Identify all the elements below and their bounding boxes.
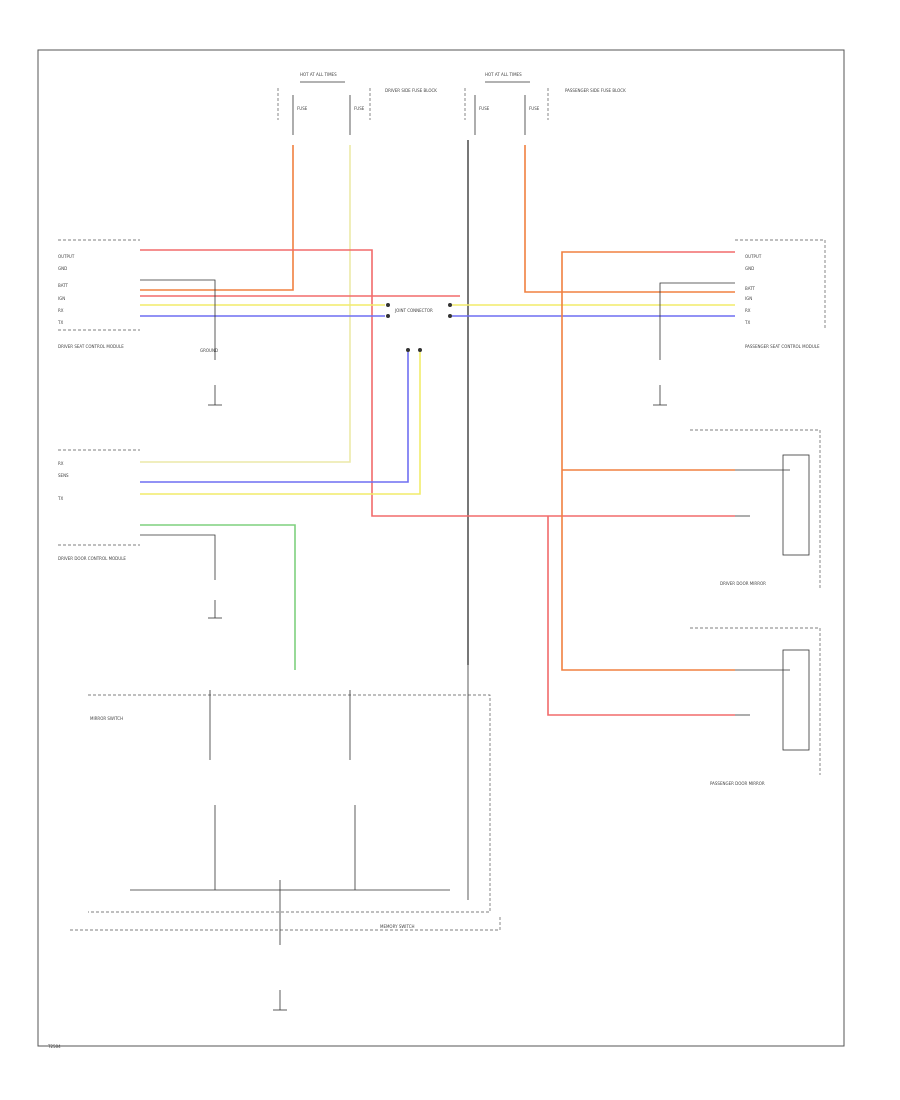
- driver-fuse-block: HOT AT ALL TIMES FUSE FUSE DRIVER SIDE F…: [277, 72, 437, 135]
- svg-text:FUSE: FUSE: [354, 106, 365, 111]
- svg-text:HOT AT ALL TIMES: HOT AT ALL TIMES: [485, 72, 522, 77]
- svg-text:FUSE: FUSE: [479, 106, 490, 111]
- wire-red-driver-fuse: [140, 145, 294, 291]
- driver-door-module: RX SENS TX DRIVER DOOR CONTROL MODULE: [57, 449, 140, 561]
- svg-text:DRIVER DOOR MIRROR: DRIVER DOOR MIRROR: [720, 581, 766, 586]
- passenger-door-mirror: PASSENGER DOOR MIRROR: [690, 627, 821, 786]
- wire-blue-door: [140, 352, 409, 483]
- svg-text:IGN: IGN: [58, 296, 65, 301]
- svg-text:PASSENGER SEAT CONTROL MODULE: PASSENGER SEAT CONTROL MODULE: [745, 344, 820, 349]
- svg-text:TX: TX: [744, 320, 750, 325]
- svg-text:SENS: SENS: [58, 473, 69, 478]
- passenger-seat-module: OUTPUT GND BATT IGN RX TX PASSENGER SEAT…: [735, 239, 826, 349]
- svg-text:OUTPUT: OUTPUT: [58, 254, 75, 259]
- svg-text:RX: RX: [58, 461, 64, 466]
- diagram-frame: [37, 49, 845, 1047]
- svg-text:MIRROR SWITCH: MIRROR SWITCH: [90, 716, 123, 721]
- mirror-switch: MIRROR SWITCH MEMORY SWITCH: [70, 665, 501, 1011]
- wire-green-door: [140, 524, 296, 670]
- svg-text:JOINT CONNECTOR: JOINT CONNECTOR: [394, 308, 433, 313]
- svg-text:GROUND: GROUND: [200, 348, 218, 353]
- svg-text:BATT: BATT: [745, 286, 756, 291]
- driver-seat-module: OUTPUT GND BATT IGN RX TX DRIVER SEAT CO…: [57, 239, 140, 349]
- wire-paleyellow-driver-fuse: [140, 145, 351, 463]
- svg-text:GND: GND: [58, 266, 67, 271]
- svg-text:DRIVER SEAT CONTROL MODULE: DRIVER SEAT CONTROL MODULE: [58, 344, 124, 349]
- svg-text:PASSENGER DOOR MIRROR: PASSENGER DOOR MIRROR: [710, 781, 765, 786]
- wire-red-driver-mirror-2: [547, 516, 735, 716]
- svg-text:TX: TX: [57, 320, 63, 325]
- svg-text:DRIVER SIDE FUSE BLOCK: DRIVER SIDE FUSE BLOCK: [385, 88, 437, 93]
- svg-text:HOT AT ALL TIMES: HOT AT ALL TIMES: [300, 72, 337, 77]
- figure-id: T2584: [47, 1044, 61, 1049]
- svg-text:FUSE: FUSE: [297, 106, 308, 111]
- svg-text:FUSE: FUSE: [529, 106, 540, 111]
- wire-yellow-door: [140, 352, 421, 495]
- wire-orange-passenger-output: [561, 251, 735, 671]
- wire-red-output: [140, 249, 735, 517]
- svg-text:RX: RX: [745, 308, 751, 313]
- svg-text:GND: GND: [745, 266, 754, 271]
- svg-text:PASSENGER SIDE FUSE BLOCK: PASSENGER SIDE FUSE BLOCK: [565, 88, 626, 93]
- svg-text:OUTPUT: OUTPUT: [745, 254, 762, 259]
- passenger-fuse-block: HOT AT ALL TIMES FUSE FUSE PASSENGER SID…: [464, 72, 626, 135]
- svg-text:MEMORY SWITCH: MEMORY SWITCH: [380, 924, 415, 929]
- svg-text:BATT: BATT: [58, 283, 69, 288]
- svg-text:DRIVER DOOR CONTROL MODULE: DRIVER DOOR CONTROL MODULE: [58, 556, 126, 561]
- svg-text:TX: TX: [57, 496, 63, 501]
- driver-door-mirror: DRIVER DOOR MIRROR: [690, 429, 821, 590]
- svg-text:IGN: IGN: [745, 296, 752, 301]
- joint-connector: JOINT CONNECTOR: [386, 303, 452, 352]
- wire-orange-passenger-fuse: [524, 145, 735, 293]
- svg-text:RX: RX: [58, 308, 64, 313]
